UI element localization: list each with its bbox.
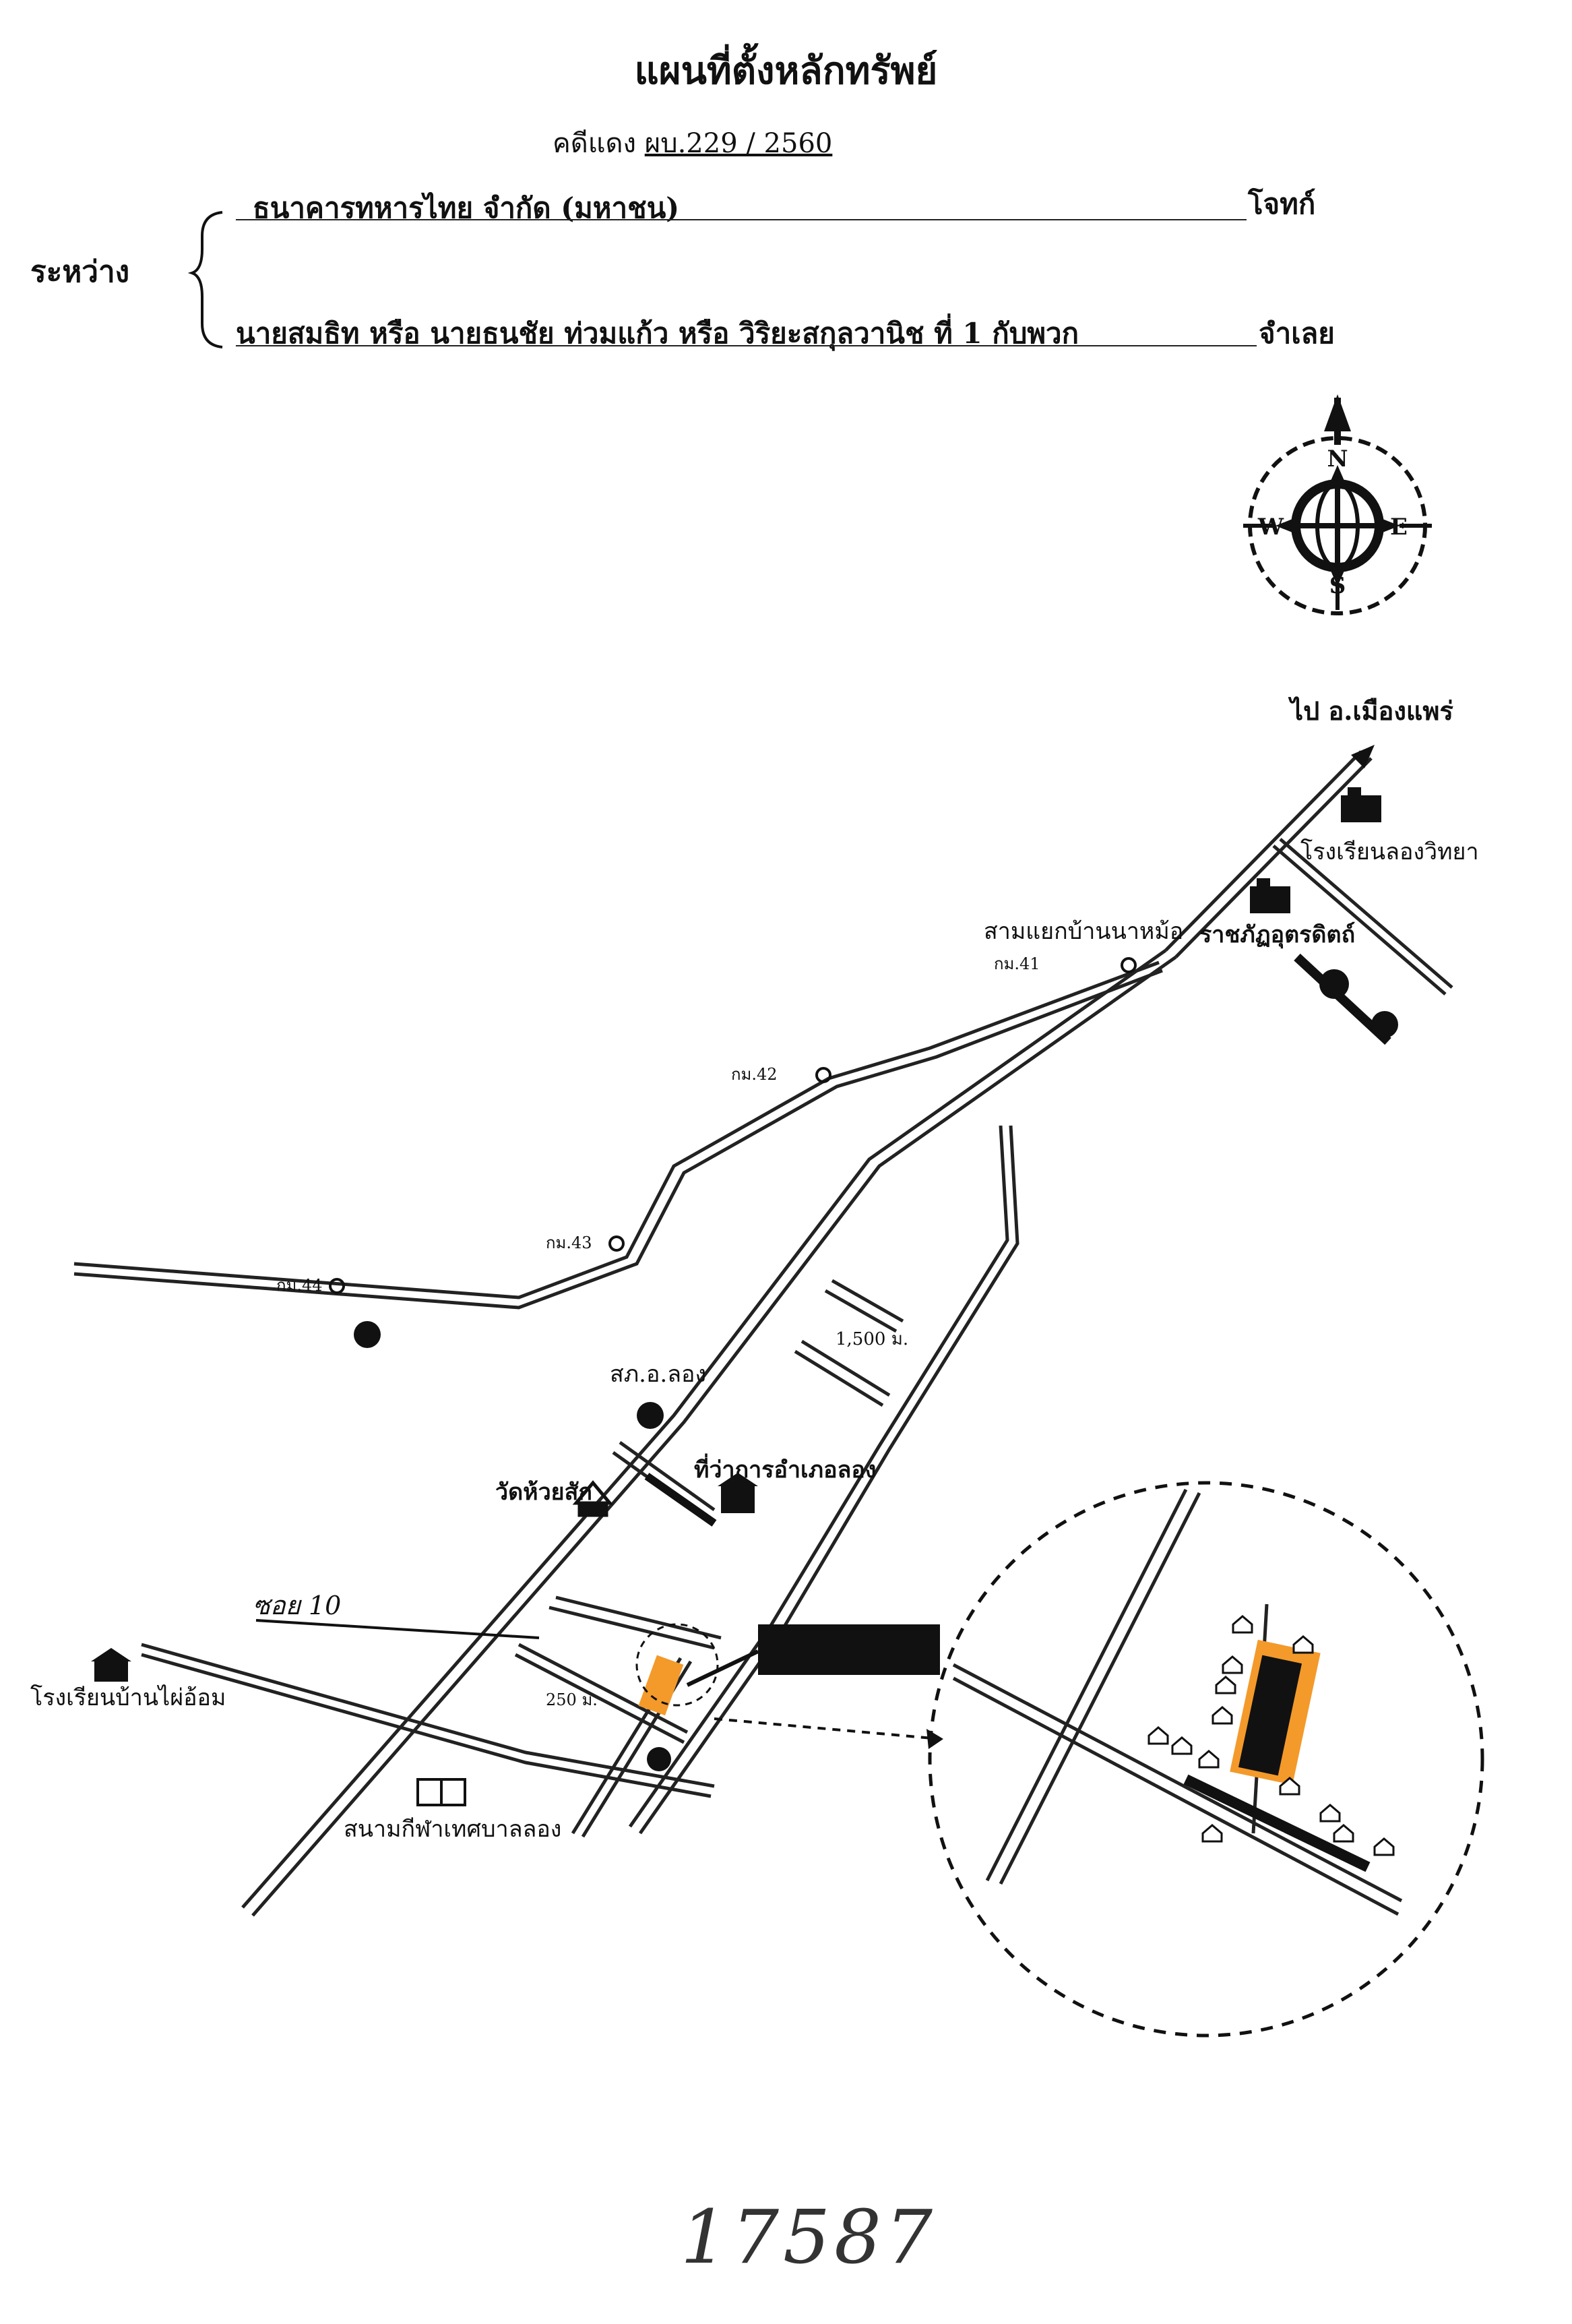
plaintiff-name: ธนาคารทหารไทย จำกัด (มหาชน) [253, 191, 680, 224]
road-school-phai [141, 1643, 715, 1788]
label-district-office: ที่ว่าการอำเภอลอง [694, 1453, 876, 1484]
case-prefix: คดีแดง [553, 128, 637, 159]
road-highlight [644, 1473, 717, 1527]
arrow-to-phrae-icon [1351, 745, 1375, 768]
inset-detail [928, 1481, 1484, 2038]
cross-road-2-edge [794, 1349, 884, 1407]
map-title: แผนที่ตั้งหลักทรัพย์ [634, 49, 938, 93]
rajabhat-icon [1250, 878, 1290, 913]
road-west [73, 960, 1160, 1299]
road-to-phrae [1164, 750, 1362, 952]
temple-icon [572, 1480, 614, 1517]
road-parallel-edge [628, 1125, 1009, 1828]
label-school-long: โรงเรียนลองวิทยา [1300, 838, 1479, 865]
school-long-icon [1341, 787, 1381, 822]
road-network [73, 750, 1453, 1917]
label-to-city: ไป อ.เมืองแพร่ [1288, 696, 1453, 726]
highway-main-edge [251, 955, 1177, 1917]
soi10-pointer [255, 1619, 540, 1639]
compass-icon [1243, 394, 1432, 615]
soi-road-edge [514, 1653, 685, 1744]
property-circle [635, 1623, 719, 1707]
road-rajabhat [1272, 845, 1447, 996]
case-number-line: คดีแดง ผบ.229 / 2560 [553, 121, 832, 164]
road-parallel [638, 1125, 1019, 1835]
rajabhat-pins [1294, 953, 1398, 1045]
compass-e: E [1390, 514, 1408, 541]
label-dist-250: 250 ม. [546, 1690, 598, 1709]
road-school-phai-edge [141, 1653, 712, 1798]
road-rajabhat-edge [1279, 838, 1453, 989]
plaintiff-underline [236, 219, 1247, 220]
between-label: ระหว่าง [30, 255, 130, 289]
property-highlight [638, 1655, 684, 1716]
label-dist-1500: 1,500 ม. [836, 1329, 908, 1349]
compass-w: W [1257, 514, 1284, 541]
road-west-edge [73, 969, 1163, 1310]
handwritten-number: 17587 [681, 2194, 937, 2280]
km-marker-icons [329, 957, 1137, 1294]
compass-s: S [1329, 572, 1346, 599]
label-soi10: ซอย 10 [253, 1591, 341, 1620]
cross-road-1 [831, 1279, 904, 1323]
district-office-icon [718, 1473, 758, 1513]
label-stadium: สนามกีฬาเทศบาลลอง [344, 1816, 561, 1843]
cross-road-1-edge [824, 1289, 898, 1333]
label-rajabhat: ราชภัฏอุตรดิตถ์ [1199, 921, 1355, 949]
label-km44: กม.44 [276, 1276, 323, 1295]
road-to-phrae-edge [1174, 757, 1373, 958]
plaintiff-role: โจทก์ [1248, 187, 1316, 220]
inset-houses [1147, 1615, 1395, 1856]
defendant-name: นายสมธิท หรือ นายธนชัย ท่วมแก้ว หรือ วิร… [236, 317, 1079, 350]
cross-road-4 [619, 1440, 716, 1512]
cross-road-3 [555, 1595, 722, 1640]
highway-main [241, 948, 1167, 1909]
cross-road-3-edge [548, 1606, 715, 1650]
property-pin-icon [647, 1747, 671, 1771]
cross-road-2 [800, 1339, 891, 1397]
inset-arrow [714, 1717, 941, 1740]
location-pin-icon [354, 1321, 381, 1348]
callout-pointer [686, 1649, 759, 1687]
label-police: สภ.อ.ลอง [610, 1361, 706, 1388]
defendant-underline [236, 345, 1257, 346]
stadium-icon [416, 1778, 466, 1806]
compass-n: N [1327, 446, 1348, 472]
label-temple: วัดห้วยสัก [495, 1479, 592, 1506]
label-km43: กม.43 [546, 1233, 592, 1252]
soi-road [517, 1643, 689, 1734]
label-km42: กม.42 [731, 1065, 778, 1084]
callout-box [758, 1624, 940, 1675]
police-pin-icon [637, 1402, 664, 1429]
defendant-role: จำเลย [1259, 317, 1335, 350]
label-school-phai: โรงเรียนบ้านไผ่อ้อม [30, 1684, 226, 1711]
label-km41: กม.41 [994, 954, 1040, 973]
case-number: ผบ.229 / 2560 [644, 128, 833, 159]
label-junction: สามแยกบ้านนาหม้อ [984, 918, 1183, 945]
school-phai-icon [91, 1648, 131, 1682]
